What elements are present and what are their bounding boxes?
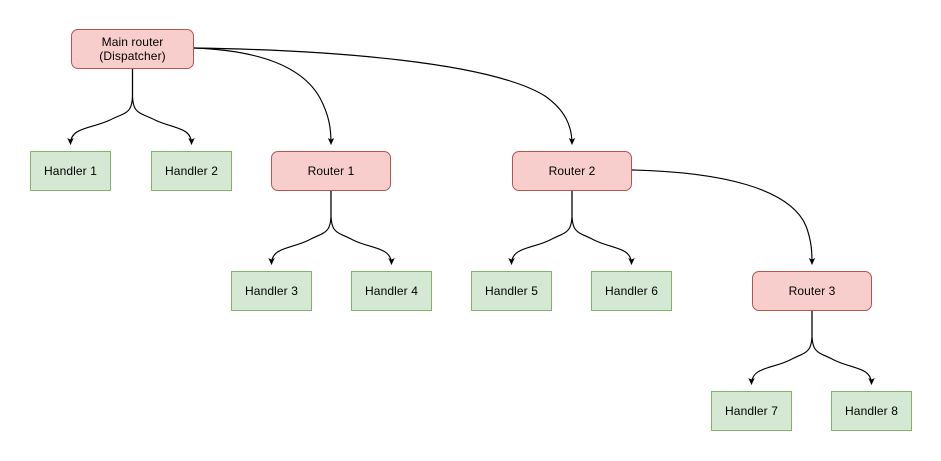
node-router-2[interactable]: Router 2 bbox=[512, 151, 632, 191]
edge-router-3-to-handler-8 bbox=[811, 310, 875, 385]
edge-main-router-to-router-1 bbox=[193, 47, 335, 145]
node-handler-1[interactable]: Handler 1 bbox=[30, 151, 111, 191]
node-handler-6-label: Handler 6 bbox=[605, 284, 658, 298]
edge-main-router-to-router-2 bbox=[193, 47, 576, 145]
node-handler-7[interactable]: Handler 7 bbox=[711, 391, 792, 431]
node-handler-2-label: Handler 2 bbox=[165, 164, 218, 178]
node-handler-2[interactable]: Handler 2 bbox=[151, 151, 232, 191]
node-main-router[interactable]: Main router (Dispatcher) bbox=[71, 29, 194, 69]
edge-main-router-to-handler-2 bbox=[131, 68, 195, 145]
edge-router-1-to-handler-4 bbox=[330, 190, 395, 265]
edge-main-router-to-handler-1 bbox=[67, 68, 134, 145]
node-handler-7-label: Handler 7 bbox=[725, 404, 778, 418]
node-handler-3-label: Handler 3 bbox=[245, 284, 298, 298]
edge-router-2-to-handler-5 bbox=[508, 190, 573, 265]
node-router-3-label: Router 3 bbox=[788, 284, 836, 298]
edge-router-2-to-handler-6 bbox=[571, 190, 635, 265]
node-router-1[interactable]: Router 1 bbox=[271, 151, 391, 191]
node-router-1-label: Router 1 bbox=[307, 164, 355, 178]
edge-router-1-to-handler-3 bbox=[268, 190, 332, 265]
node-handler-8-label: Handler 8 bbox=[845, 404, 898, 418]
node-handler-5[interactable]: Handler 5 bbox=[471, 271, 552, 311]
node-handler-4[interactable]: Handler 4 bbox=[351, 271, 432, 311]
edge-router-3-to-handler-7 bbox=[748, 310, 813, 385]
node-handler-3[interactable]: Handler 3 bbox=[231, 271, 312, 311]
node-handler-1-label: Handler 1 bbox=[44, 164, 97, 178]
node-main-router-label: Main router (Dispatcher) bbox=[99, 35, 166, 63]
node-handler-5-label: Handler 5 bbox=[485, 284, 538, 298]
node-handler-8[interactable]: Handler 8 bbox=[831, 391, 912, 431]
edge-router-2-to-router-3 bbox=[631, 169, 816, 265]
node-router-3[interactable]: Router 3 bbox=[752, 271, 872, 311]
node-router-2-label: Router 2 bbox=[548, 164, 596, 178]
node-handler-4-label: Handler 4 bbox=[365, 284, 418, 298]
node-handler-6[interactable]: Handler 6 bbox=[591, 271, 672, 311]
